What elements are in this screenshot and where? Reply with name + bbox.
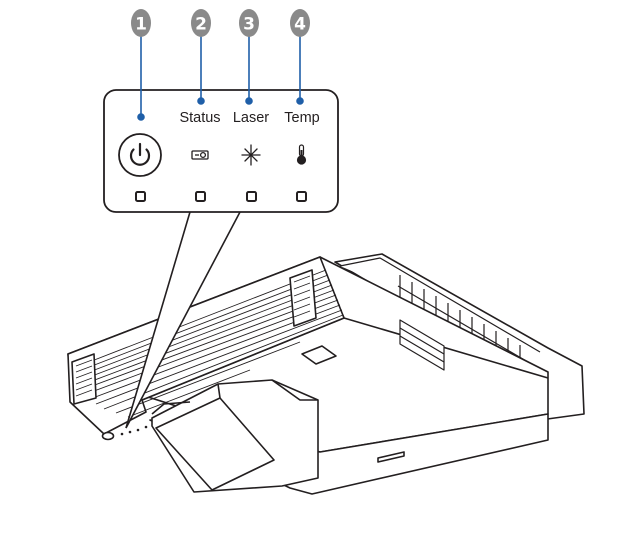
projector-icon (191, 150, 209, 160)
laser-star-icon (241, 144, 261, 166)
label-laser: Laser (233, 110, 269, 126)
indicator-leds (135, 191, 307, 202)
svg-text:4: 4 (294, 15, 306, 35)
indicator-panel (103, 89, 339, 213)
svg-text:1: 1 (135, 15, 147, 35)
side-vent-panel-left (71, 353, 97, 405)
callout-marker-2: 2 (191, 9, 211, 37)
laser-indicator-led (246, 191, 257, 202)
leader-lines (137, 35, 304, 121)
callout-marker-1: 1 (131, 9, 151, 37)
top-clip (301, 345, 337, 365)
lens-front-face (155, 397, 275, 491)
power-icon (118, 133, 162, 177)
label-status: Status (179, 110, 220, 126)
temp-indicator-led (296, 191, 307, 202)
svg-text:2: 2 (195, 15, 207, 35)
callout-marker-4: 4 (290, 9, 310, 37)
lens-rim (151, 401, 191, 415)
thermometer-icon (296, 144, 307, 165)
projector-power-button (101, 431, 115, 441)
label-temp: Temp (284, 110, 319, 126)
right-face-vent (399, 319, 445, 371)
callout-marker-3: 3 (239, 9, 259, 37)
zoom-pointer (125, 211, 241, 429)
svg-text:3: 3 (243, 15, 255, 35)
base-slot (377, 451, 405, 463)
projector-led-dots (120, 425, 148, 436)
side-vent-panel-right (289, 269, 317, 327)
lens-top (217, 379, 318, 401)
rear-vent-grille (339, 257, 541, 375)
projector-base (149, 413, 549, 495)
status-indicator-led (195, 191, 206, 202)
power-indicator-led (135, 191, 146, 202)
